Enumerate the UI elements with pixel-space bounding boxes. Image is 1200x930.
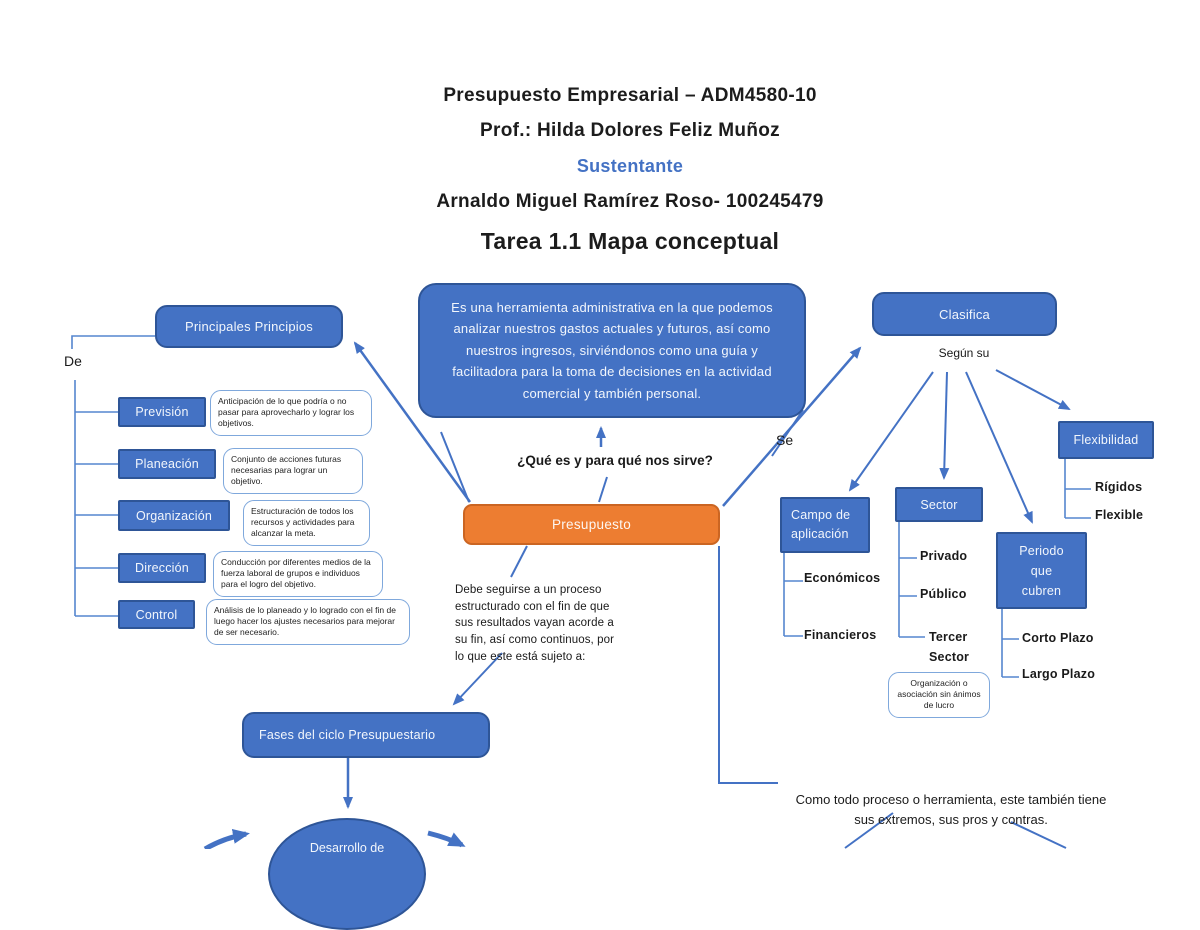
principle-node-prevision: Previsión <box>118 397 206 427</box>
principle-desc-direccion: Conducción por diferentes medios de la f… <box>213 551 383 597</box>
branch-child-publico: Público <box>920 587 967 601</box>
student-name: Arnaldo Miguel Ramírez Roso- 100245479 <box>436 191 824 212</box>
branch-child-corto-plazo: Corto Plazo <box>1022 631 1094 645</box>
principle-desc-control: Análisis de lo planeado y lo logrado con… <box>206 599 410 645</box>
task-title: Tarea 1.1 Mapa conceptual <box>480 228 780 254</box>
concept-map-page: { "header": { "course": "Presupuesto Emp… <box>64 85 1154 930</box>
classification-qualifier: Según su <box>938 346 990 360</box>
branch-child-rigidos: Rígidos <box>1095 480 1143 494</box>
process-note: Debe seguirse a un proceso estructurado … <box>455 584 615 663</box>
principle-node-planeacion: Planeación <box>118 449 216 479</box>
branch-node-flexibilidad: Flexibilidad <box>1058 421 1154 459</box>
phases-title-node: Fases del ciclo Presupuestario <box>242 712 490 758</box>
principle-desc-organizacion: Estructuración de todos los recursos y a… <box>243 500 370 546</box>
connector-label-de: De <box>64 353 82 369</box>
pros-cons-note: Como todo proceso o herramienta, este ta… <box>795 792 1107 828</box>
course-title: Presupuesto Empresarial – ADM4580-10 <box>443 85 817 106</box>
principle-node-direccion: Dirección <box>118 553 206 583</box>
role-label: Sustentante <box>576 156 684 176</box>
principles-title-node: Principales Principios <box>155 305 343 348</box>
branch-child-tercer-sector: Tercer Sector <box>929 630 970 664</box>
branch-child-flexible: Flexible <box>1095 508 1144 522</box>
question-label: ¿Qué es y para qué nos sirve? <box>517 453 713 468</box>
branch-node-campo-de-aplicacion: Campo de aplicación <box>780 497 870 553</box>
principle-desc-planeacion: Conjunto de acciones futuras necesarias … <box>223 448 363 494</box>
connector-label-se: Se <box>776 432 794 448</box>
branch-child-financieros: Financieros <box>804 628 877 642</box>
branch-child-privado: Privado <box>920 549 968 563</box>
professor-name: Prof.: Hilda Dolores Feliz Muñoz <box>480 120 780 141</box>
principle-node-control: Control <box>118 600 195 629</box>
branch-node-periodo-que-cubren: Periodo que cubren <box>996 532 1087 609</box>
branch-node-sector: Sector <box>895 487 983 522</box>
tercer-sector-note: Organización o asociación sin ánimos de … <box>888 672 990 718</box>
phase-node-desarrollo: Desarrollo de <box>268 818 426 930</box>
principle-node-organizacion: Organización <box>118 500 230 531</box>
classification-title-node: Clasifica <box>872 292 1057 336</box>
definition-node: Es una herramienta administrativa en la … <box>418 283 806 418</box>
principle-desc-prevision: Anticipación de lo que podría o no pasar… <box>210 390 372 436</box>
branch-child-largo-plazo: Largo Plazo <box>1022 667 1096 681</box>
central-node-presupuesto: Presupuesto <box>463 504 720 545</box>
branch-child-economicos: Económicos <box>804 571 881 585</box>
